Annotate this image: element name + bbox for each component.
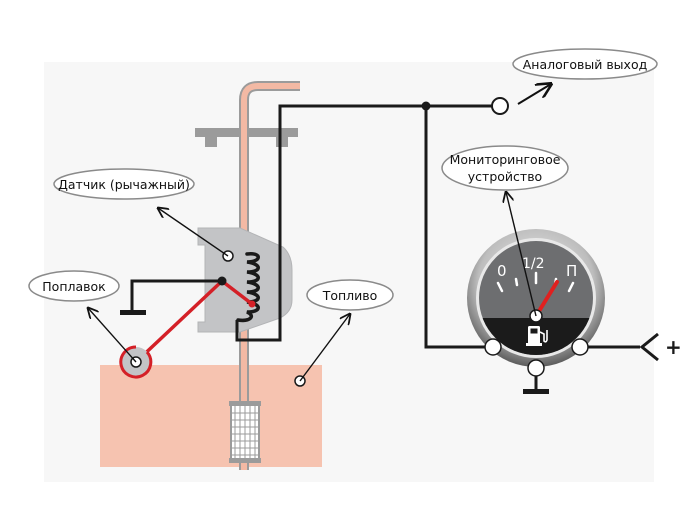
svg-text:Датчик (рычажный): Датчик (рычажный) xyxy=(58,177,190,192)
gauge-terminal-right xyxy=(571,338,589,356)
lever-sensor-body xyxy=(197,227,293,333)
label-float: Поплавок xyxy=(28,270,120,302)
mounting-flange xyxy=(195,126,298,147)
plus-sign: + xyxy=(665,335,682,359)
label-fuel: Топливо xyxy=(306,279,394,311)
svg-text:Мониторинговое: Мониторинговое xyxy=(450,152,561,167)
analog-output-terminal xyxy=(491,97,509,115)
label-sensor: Датчик (рычажный) xyxy=(53,168,195,200)
fuel-pump-icon xyxy=(526,326,548,346)
float-lever xyxy=(134,276,256,364)
gauge-mark-half: 1/2 xyxy=(522,256,545,272)
gauge-terminal-bottom xyxy=(527,359,545,377)
fuel-tank xyxy=(100,365,322,467)
callout-arrows xyxy=(88,84,551,382)
gauge-mark-full: П xyxy=(566,262,577,280)
gauge-mark-empty: 0 xyxy=(497,262,507,280)
fuel-filter-mesh xyxy=(229,401,261,463)
wire-junction xyxy=(421,101,431,111)
svg-text:Поплавок: Поплавок xyxy=(42,279,106,294)
svg-text:устройство: устройство xyxy=(468,169,542,184)
fuel-pickup-pipe xyxy=(239,81,300,470)
power-terminal xyxy=(639,332,659,362)
fuel-gauge: 0 1/2 П xyxy=(467,229,605,367)
sensor-pointer-dot xyxy=(222,250,234,262)
svg-text:Топливо: Топливо xyxy=(322,288,378,303)
label-analog-output: Аналоговый выход xyxy=(512,48,658,80)
svg-text:Аналоговый выход: Аналоговый выход xyxy=(523,57,648,72)
gauge-ground-symbol xyxy=(523,389,549,394)
resistor-spring xyxy=(236,252,260,323)
gauge-terminal-left xyxy=(484,338,502,356)
label-monitoring-device: Мониторинговое устройство xyxy=(441,145,569,191)
ground-symbol xyxy=(120,310,146,315)
